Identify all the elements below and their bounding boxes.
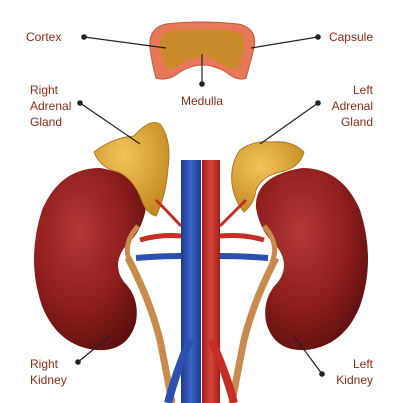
left-adrenal-gland-icon [231,141,305,213]
left-kidney-icon [255,168,368,351]
right-adrenal-gland-icon [93,122,170,217]
iliac-vessels [164,338,238,403]
label-line: Right [30,83,59,97]
label-right-adrenal-gland: Right Adrenal Gland [30,82,71,130]
adrenal-cross-section-icon [149,21,256,80]
right-kidney-icon [34,168,147,351]
label-line: Kidney [30,373,67,387]
label-left-adrenal-gland: Left Adrenal Gland [332,82,373,130]
label-line: Left [352,357,373,371]
label-line: Kidney [336,373,373,387]
label-right-kidney: Right Kidney [30,356,67,388]
renal-vessels [135,198,269,261]
label-line: Gland [340,115,373,129]
label-medulla: Medulla [180,94,224,108]
label-line: Gland [30,115,63,129]
aorta-icon [202,160,220,403]
label-cortex: Cortex [26,30,62,44]
label-line: Adrenal [30,99,72,113]
vena-cava-icon [181,160,201,403]
label-line: Adrenal [331,99,373,113]
label-capsule: Capsule [328,30,373,44]
pointer-lines [75,34,325,377]
label-line: Left [352,83,373,97]
label-line: Right [30,357,59,371]
label-left-kidney: Left Kidney [336,356,373,388]
